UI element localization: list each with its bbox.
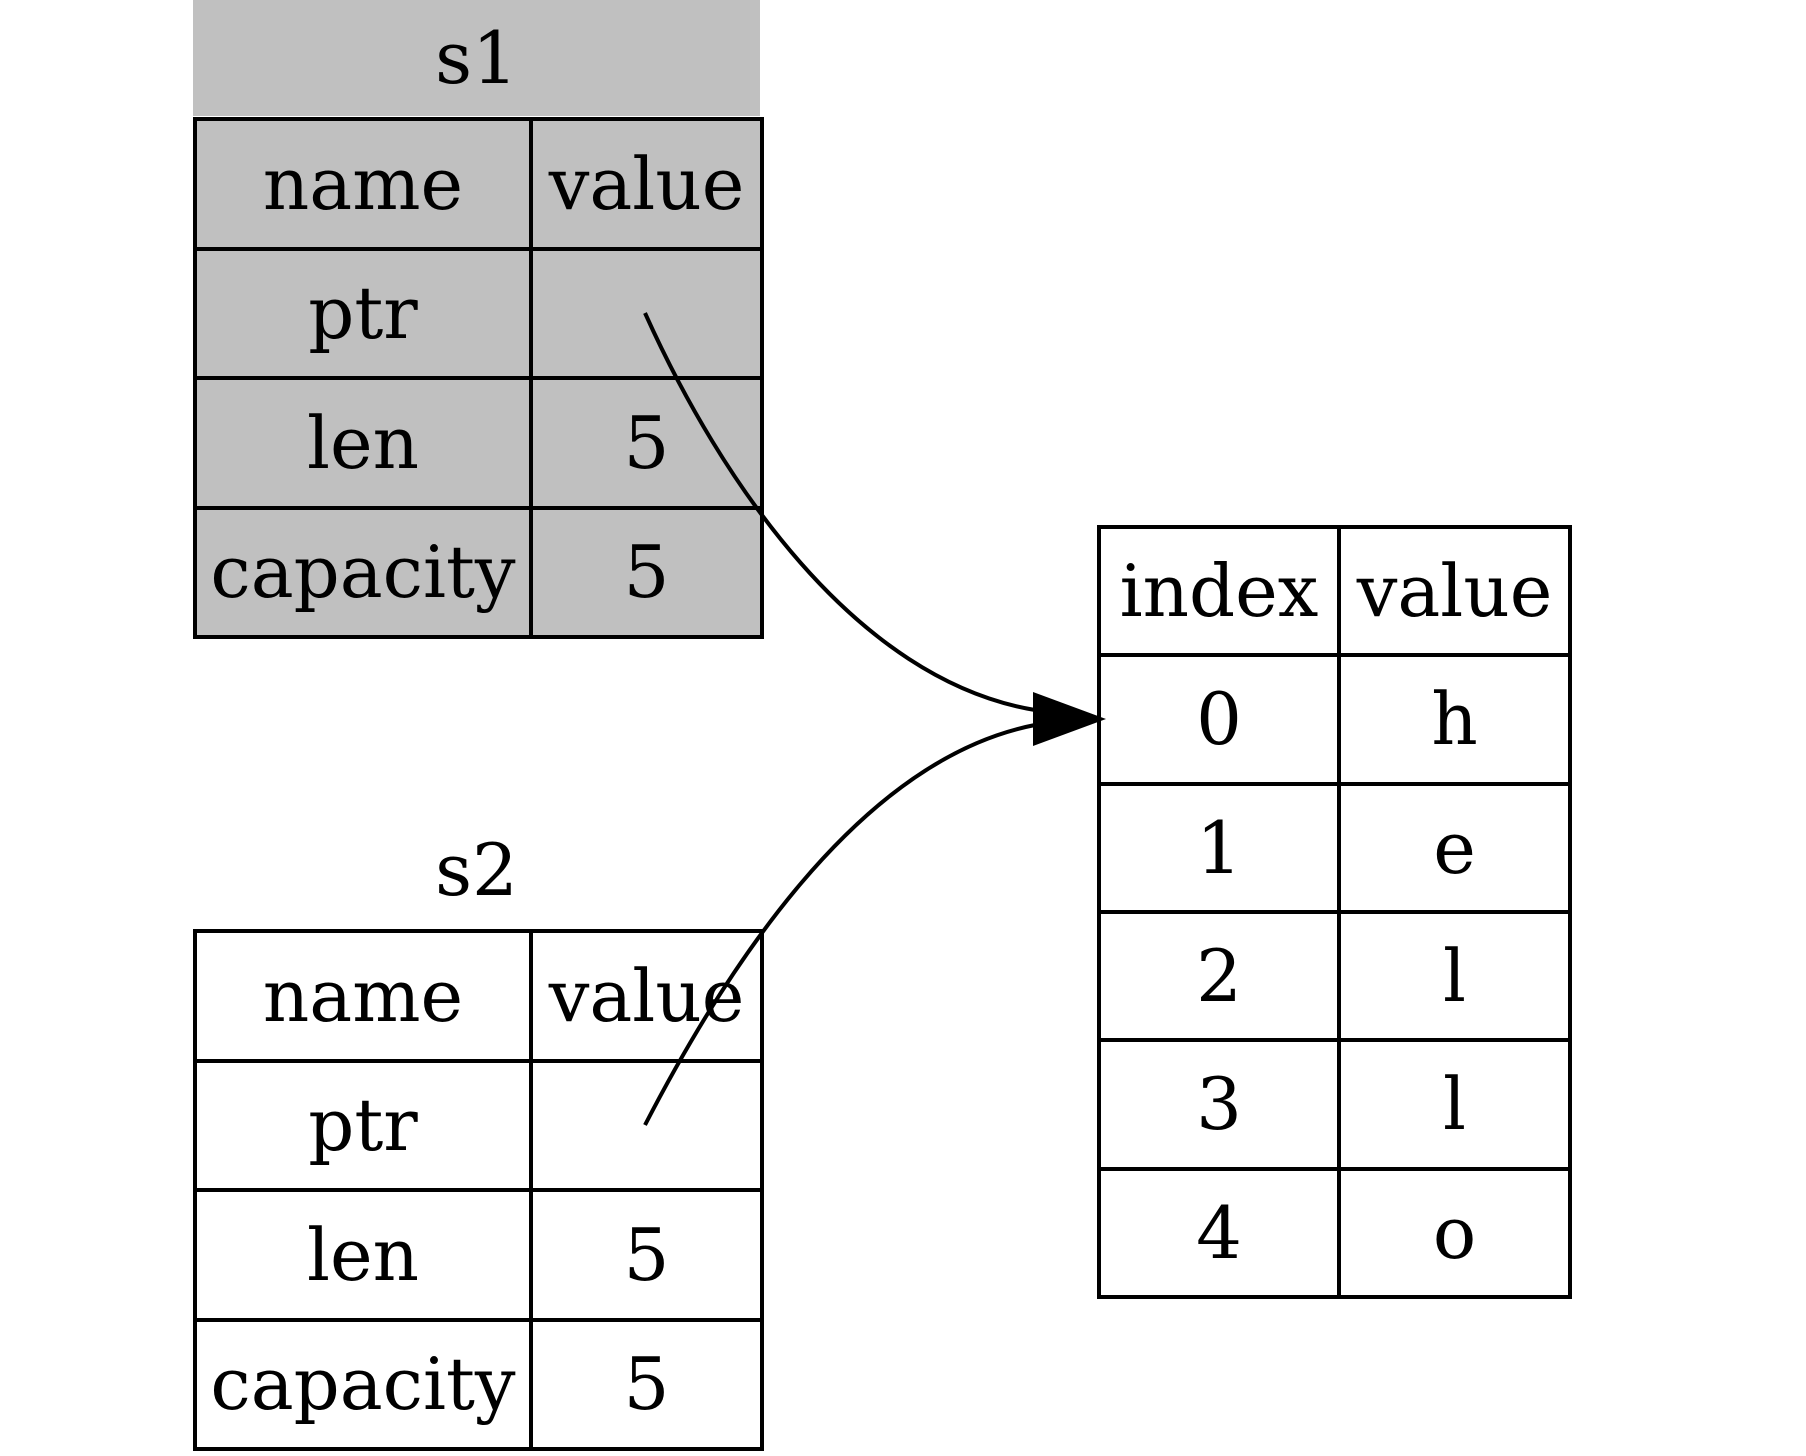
s1-struct: s1 name value ptr len 5 capacity 5 [193, 0, 764, 640]
s1-header-name: name [193, 117, 533, 251]
heap-row-1: 1 e [1097, 781, 1572, 914]
arrowhead [1033, 692, 1106, 746]
heap-value-3: l [1337, 1038, 1572, 1171]
s2-header-row: name value [193, 929, 764, 1063]
heap-row-0: 0 h [1097, 653, 1572, 786]
s1-ptr-name: ptr [193, 246, 533, 380]
heap-table: index value 0 h 1 e 2 l 3 l 4 o [1097, 524, 1572, 1300]
s1-capacity-name: capacity [193, 505, 533, 639]
heap-index-2: 2 [1097, 909, 1341, 1043]
s1-table: name value ptr len 5 capacity 5 [193, 117, 764, 639]
heap-header-index: index [1097, 524, 1341, 658]
heap-index-1: 1 [1097, 781, 1341, 914]
heap-value-1: e [1337, 781, 1572, 914]
s2-table: name value ptr len 5 capacity 5 [193, 929, 764, 1451]
heap-index-4: 4 [1097, 1166, 1341, 1300]
heap-index-3: 3 [1097, 1038, 1341, 1171]
s1-header-row: name value [193, 117, 764, 251]
heap-index-0: 0 [1097, 653, 1341, 786]
s2-ptr-name: ptr [193, 1058, 533, 1192]
s1-ptr-value [529, 246, 764, 380]
s1-row-ptr: ptr [193, 246, 764, 380]
s2-struct: s2 name value ptr len 5 capacity 5 [193, 812, 764, 1452]
heap-value-2: l [1337, 909, 1572, 1043]
s1-row-len: len 5 [193, 376, 764, 510]
s2-header-value: value [529, 929, 764, 1063]
heap-row-4: 4 o [1097, 1166, 1572, 1300]
heap-value-0: h [1337, 653, 1572, 786]
heap-header-value: value [1337, 524, 1572, 658]
s2-title: s2 [435, 828, 518, 912]
heap-value-4: o [1337, 1166, 1572, 1300]
s1-row-capacity: capacity 5 [193, 505, 764, 639]
s2-row-len: len 5 [193, 1188, 764, 1322]
s2-capacity-name: capacity [193, 1317, 533, 1451]
s2-capacity-value: 5 [529, 1317, 764, 1451]
s2-len-value: 5 [529, 1188, 764, 1322]
s1-len-name: len [193, 376, 533, 510]
heap-row-2: 2 l [1097, 909, 1572, 1043]
s2-ptr-value [529, 1058, 764, 1192]
s1-header-value: value [529, 117, 764, 251]
s1-capacity-value: 5 [529, 505, 764, 639]
s2-header-name: name [193, 929, 533, 1063]
s2-row-capacity: capacity 5 [193, 1317, 764, 1451]
s1-title: s1 [193, 0, 760, 116]
heap-header-row: index value [1097, 524, 1572, 658]
heap-row-3: 3 l [1097, 1038, 1572, 1171]
s2-row-ptr: ptr [193, 1058, 764, 1192]
s1-len-value: 5 [529, 376, 764, 510]
s2-len-name: len [193, 1188, 533, 1322]
heap-buffer: index value 0 h 1 e 2 l 3 l 4 o [1097, 524, 1572, 1300]
